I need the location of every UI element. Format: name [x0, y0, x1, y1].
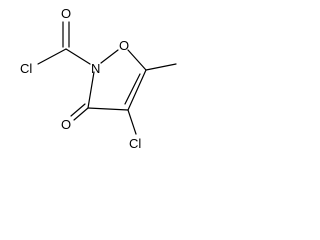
atom-n-ring: N [91, 61, 100, 76]
bond-c3-o-double-1 [73, 107, 89, 121]
bond-c-cl-acyl [37, 48, 67, 65]
bond-c5-c4-2 [124, 73, 141, 105]
bond-c5-methyl [145, 63, 177, 71]
atom-labels: Cl O N O O Cl [20, 6, 141, 151]
bond-c3-n [87, 71, 95, 109]
atom-cl-acyl: Cl [20, 61, 32, 76]
bond-n-o-ring [100, 49, 119, 64]
chemical-structure-diagram: Cl O N O O Cl [20, 6, 177, 151]
atom-cl-ring: Cl [129, 136, 141, 151]
bonds [37, 21, 177, 135]
atom-o-carbonyl-top: O [61, 6, 71, 21]
bond-c4-c3 [87, 107, 129, 111]
atom-o-carbonyl-bottom: O [61, 117, 71, 132]
atom-o-ring: O [119, 38, 129, 53]
bond-c-n [65, 48, 91, 65]
bond-c5-c4-1 [127, 69, 147, 111]
bond-c4-cl [127, 109, 137, 135]
bond-o-c5 [127, 49, 147, 71]
bond-c3-o-double-2 [70, 103, 86, 117]
